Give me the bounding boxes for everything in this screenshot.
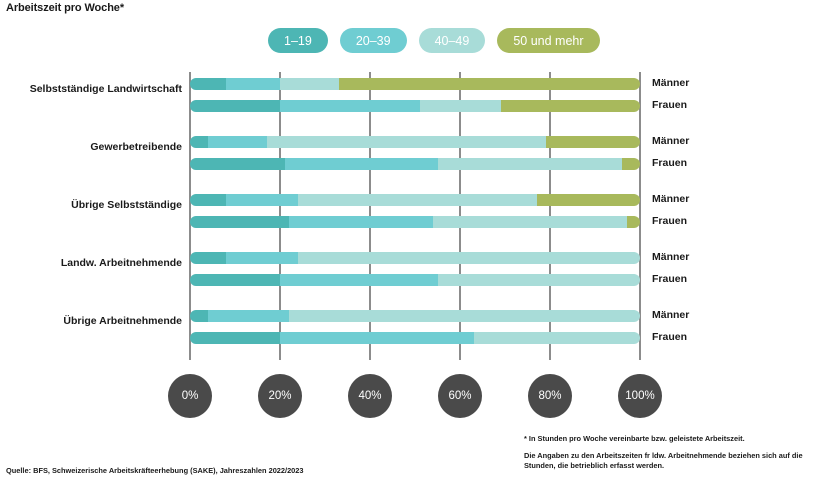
series-label-frauen: Frauen (652, 215, 688, 227)
bar-segment-1–19 (190, 78, 226, 90)
series-label-männer: Männer (652, 193, 690, 205)
stacked-bar (190, 100, 640, 112)
legend-item-0[interactable]: 1–19 (268, 28, 328, 53)
bar-segment-1–19 (190, 216, 289, 228)
chart-legend: 1–19 20–39 40–49 50 und mehr (268, 28, 600, 53)
bar-segment-20–39 (226, 78, 280, 90)
bar-segment-20–39 (280, 100, 420, 112)
axis-tick-20: 20% (258, 374, 302, 418)
series-label-männer: Männer (652, 77, 690, 89)
bar-segment-50-und-mehr (626, 216, 640, 228)
bar-segment-20–39 (208, 136, 267, 148)
bar-segment-20–39 (284, 158, 438, 170)
page-title: Arbeitszeit pro Woche* (6, 2, 125, 14)
bar-segment-20–39 (289, 216, 433, 228)
bar-segment-20–39 (226, 252, 298, 264)
category-label-0: Selbstständige Landwirtschaft (29, 83, 182, 95)
stacked-bar (190, 194, 640, 206)
bar-segment-40–49 (266, 136, 546, 148)
series-label-männer: Männer (652, 309, 690, 321)
bar-segment-50-und-mehr (536, 194, 640, 206)
bar-segment-40–49 (473, 332, 640, 344)
bar-segment-50-und-mehr (500, 100, 640, 112)
bar-segment-1–19 (190, 252, 226, 264)
stacked-bar (190, 216, 640, 228)
bar-segment-1–19 (190, 136, 208, 148)
bar-segment-20–39 (280, 332, 474, 344)
legend-item-3[interactable]: 50 und mehr (497, 28, 600, 53)
bar-segment-40–49 (289, 310, 640, 322)
stacked-bar (190, 332, 640, 344)
stacked-bar (190, 252, 640, 264)
table-row (190, 136, 640, 148)
series-label-frauen: Frauen (652, 99, 688, 111)
axis-tick-60: 60% (438, 374, 482, 418)
footnote-line-1: * In Stunden pro Woche vereinbarte bzw. … (524, 434, 745, 443)
bar-segment-40–49 (298, 194, 537, 206)
legend-item-2[interactable]: 40–49 (418, 28, 486, 53)
table-row (190, 100, 640, 112)
series-label-frauen: Frauen (652, 331, 688, 343)
category-label-4: Übrige Arbeitnehmende (63, 315, 182, 327)
stacked-bar (190, 310, 640, 322)
stacked-bar (190, 78, 640, 90)
bar-segment-1–19 (190, 158, 285, 170)
table-row (190, 310, 640, 322)
category-label-3: Landw. Arbeitnehmende (60, 257, 182, 269)
gridline-0 (188, 72, 192, 360)
stacked-bar (190, 136, 640, 148)
bar-segment-50-und-mehr (622, 158, 640, 170)
table-row (190, 216, 640, 228)
axis-tick-0: 0% (168, 374, 212, 418)
stacked-bar (190, 274, 640, 286)
bar-segment-20–39 (226, 194, 298, 206)
bar-segment-40–49 (298, 252, 640, 264)
source-note: Quelle: BFS, Schweizerische Arbeitskräft… (6, 466, 304, 475)
table-row (190, 158, 640, 170)
bar-segment-50-und-mehr (338, 78, 640, 90)
table-row (190, 194, 640, 206)
series-label-männer: Männer (652, 251, 690, 263)
table-row (190, 332, 640, 344)
bar-rows (190, 72, 640, 360)
axis-tick-100: 100% (618, 374, 662, 418)
bar-segment-40–49 (280, 78, 339, 90)
series-label-frauen: Frauen (652, 273, 688, 285)
bar-segment-40–49 (437, 158, 622, 170)
bar-segment-50-und-mehr (545, 136, 640, 148)
bar-segment-20–39 (208, 310, 289, 322)
bar-segment-40–49 (433, 216, 627, 228)
stacked-bar (190, 158, 640, 170)
legend-item-1[interactable]: 20–39 (339, 28, 407, 53)
plot-area (188, 72, 642, 360)
table-row (190, 274, 640, 286)
gridline-100 (638, 72, 642, 360)
bar-segment-40–49 (419, 100, 501, 112)
series-label-männer: Männer (652, 135, 690, 147)
bar-segment-40–49 (437, 274, 640, 286)
bar-segment-1–19 (190, 332, 280, 344)
category-label-2: Übrige Selbstständige (71, 199, 182, 211)
bar-segment-1–19 (190, 194, 226, 206)
footnote-line-2: Die Angaben zu den Arbeitszeiten fr ldw.… (524, 450, 803, 471)
bar-segment-1–19 (190, 100, 280, 112)
category-label-1: Gewerbetreibende (90, 141, 182, 153)
bar-segment-20–39 (280, 274, 438, 286)
x-axis: 0% 20% 40% 60% 80% 100% (0, 374, 836, 418)
bar-segment-1–19 (190, 274, 280, 286)
table-row (190, 252, 640, 264)
table-row (190, 78, 640, 90)
axis-tick-80: 80% (528, 374, 572, 418)
footnote-block: * In Stunden pro Woche vereinbarte bzw. … (524, 434, 830, 472)
axis-tick-40: 40% (348, 374, 392, 418)
bar-segment-1–19 (190, 310, 208, 322)
series-label-frauen: Frauen (652, 157, 688, 169)
